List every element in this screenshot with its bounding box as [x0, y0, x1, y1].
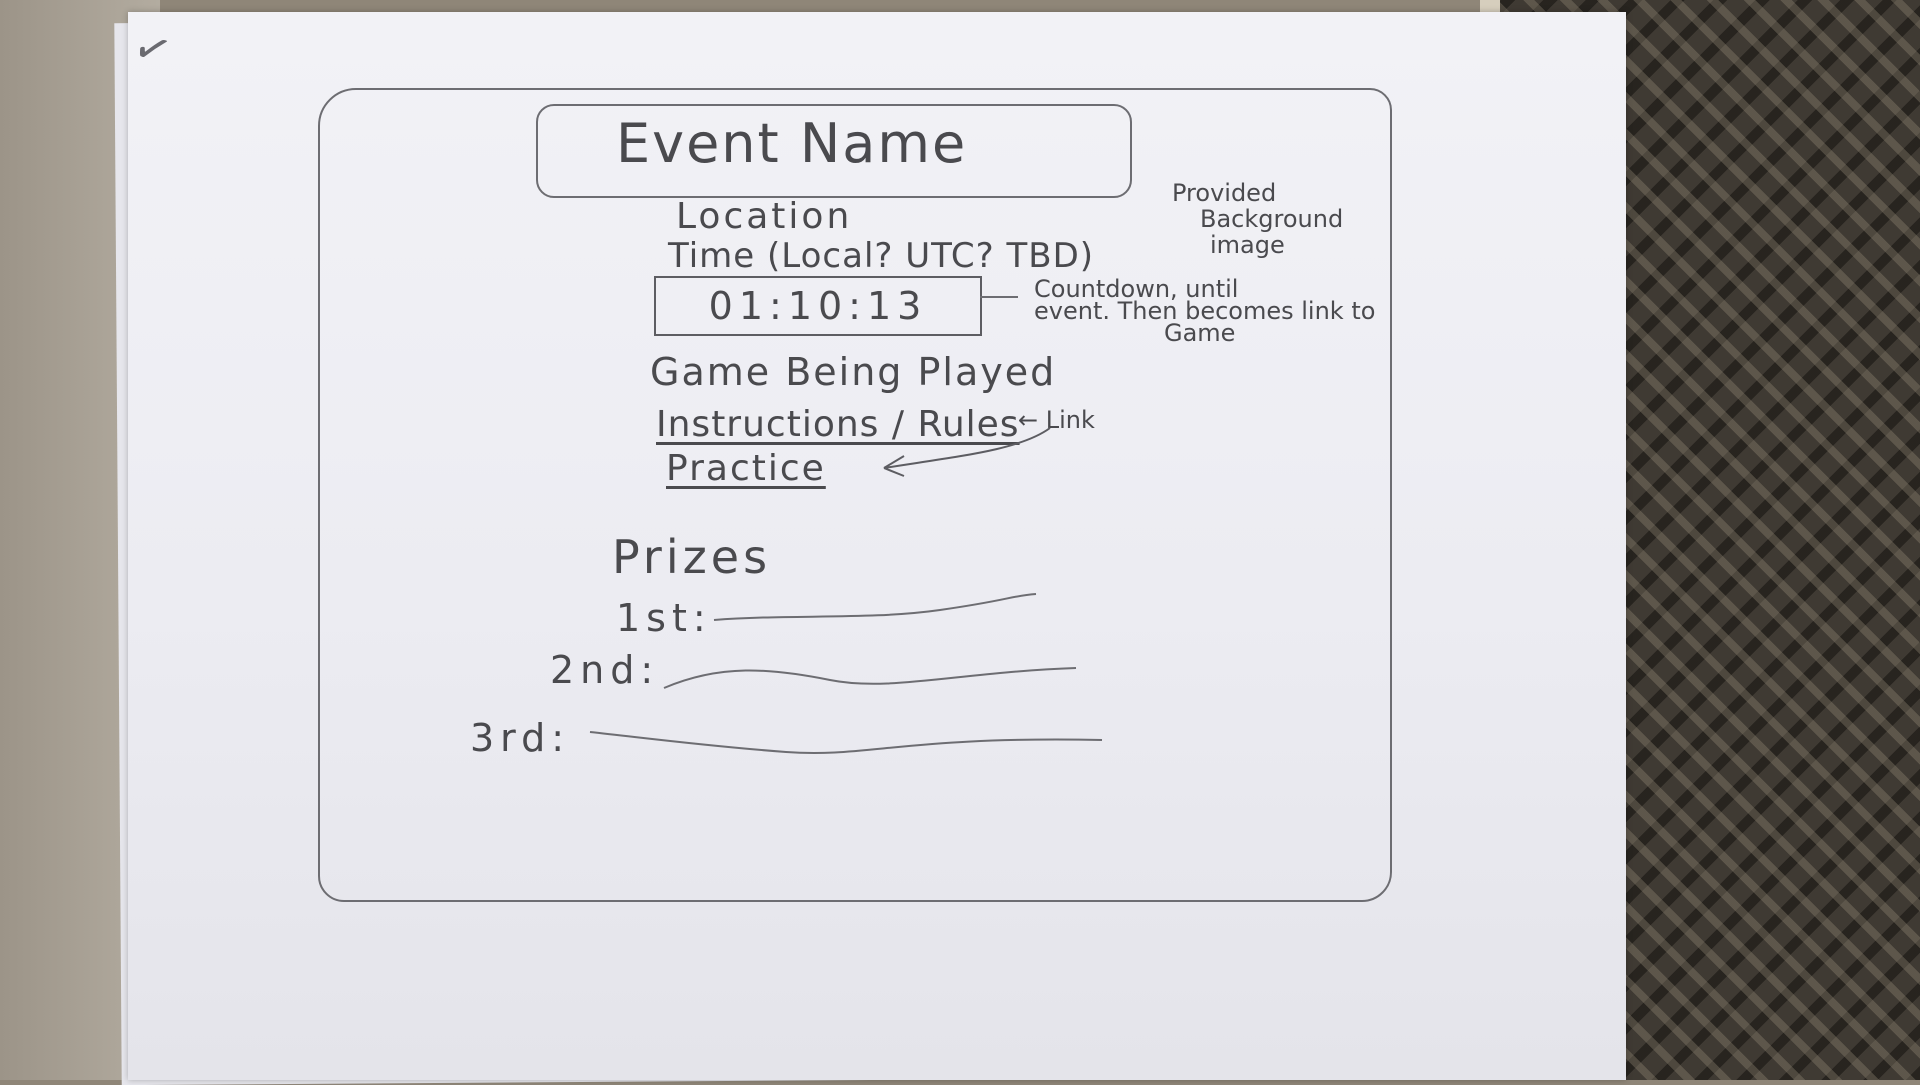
prize-row: 1st:: [616, 596, 712, 640]
background-annotation-line: Background: [1200, 205, 1344, 233]
sketch-paper: [128, 12, 1626, 1080]
prize-row: 2nd:: [550, 648, 659, 692]
annotation-connector: [980, 296, 1018, 298]
prize-placeholder-line: [663, 667, 1077, 689]
event-location: Location: [676, 196, 853, 237]
instructions-rules-link[interactable]: Instructions / Rules: [656, 404, 1020, 445]
countdown-annotation-line: event. Then becomes link to: [1034, 297, 1376, 325]
prize-placeholder-line: [589, 731, 1103, 755]
countdown-annotation: Countdown, until event. Then becomes lin…: [1034, 275, 1376, 347]
game-being-played: Game Being Played: [650, 350, 1057, 394]
countdown-timer[interactable]: 01:10:13: [654, 276, 982, 336]
page-frame: [318, 88, 1392, 902]
event-name: Event Name: [616, 112, 968, 175]
background-image-annotation: Provided Background image: [1172, 180, 1343, 258]
link-annotation: ← Link: [1018, 406, 1095, 434]
event-time: Time (Local? UTC? TBD): [668, 236, 1095, 276]
prize-row: 3rd:: [470, 716, 570, 760]
countdown-value: 01:10:13: [708, 284, 928, 328]
prizes-heading: Prizes: [612, 530, 772, 584]
practice-link[interactable]: Practice: [666, 448, 826, 489]
prize-place: 1st:: [616, 596, 712, 640]
prize-place: 2nd:: [550, 648, 660, 692]
background-annotation-line: Provided: [1172, 179, 1277, 207]
countdown-annotation-line: Countdown, until: [1034, 275, 1239, 303]
event-title-box: [536, 104, 1132, 198]
countdown-annotation-line: Game: [1164, 319, 1236, 347]
background-annotation-line: image: [1210, 231, 1285, 259]
prize-place: 3rd:: [470, 716, 571, 760]
link-annotation-arrow: [883, 427, 1051, 477]
prize-placeholder-line: [713, 593, 1037, 621]
